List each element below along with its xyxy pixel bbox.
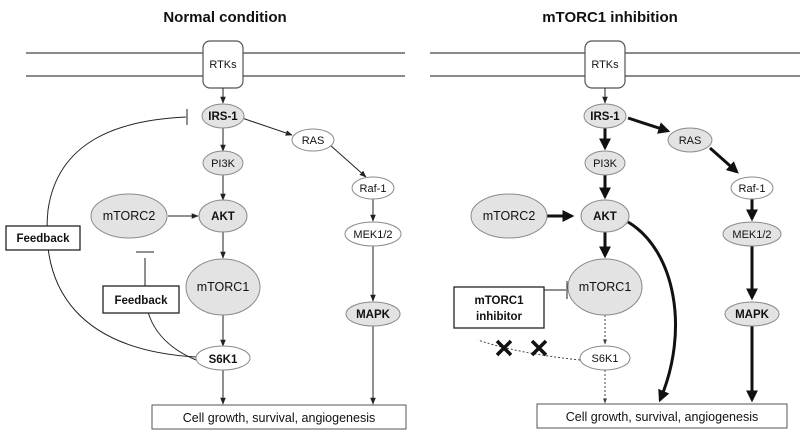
output-box: Cell growth, survival, angiogenesis <box>151 404 407 430</box>
mtorc2-node: mTORC2 <box>90 193 168 239</box>
output-label: Cell growth, survival, angiogenesis <box>566 410 758 424</box>
akt-node: AKT <box>580 199 630 233</box>
mtorc2-label: mTORC2 <box>103 209 156 223</box>
ras-node: RAS <box>667 127 713 153</box>
feedback-outer-label: Feedback <box>16 233 70 245</box>
mapk-node: MAPK <box>345 301 401 327</box>
rtks-node: RTKs <box>584 40 626 89</box>
rtks-node: RTKs <box>202 40 244 89</box>
blocked-x-icon <box>495 339 513 357</box>
pi3k-label: PI3K <box>211 158 236 170</box>
mtorc2-label: mTORC2 <box>483 209 536 223</box>
akt-node: AKT <box>198 199 248 233</box>
suppressed-feedback-path <box>477 339 581 361</box>
edge-akt-output <box>627 220 677 403</box>
irs1-label: IRS-1 <box>208 111 238 123</box>
akt-label: AKT <box>593 211 617 223</box>
pi3k-node: PI3K <box>202 150 244 176</box>
mtorc1-label: mTORC1 <box>579 280 632 294</box>
feedback-arc-outer <box>46 116 197 358</box>
edge-ras-raf1 <box>329 144 367 178</box>
mtorc1-node: mTORC1 <box>567 258 643 316</box>
panel-title: mTORC1 inhibition <box>542 9 678 26</box>
ras-label: RAS <box>302 135 325 147</box>
edge-irs1-ras <box>241 117 293 136</box>
s6k1-label: S6K1 <box>209 354 238 366</box>
output-box: Cell growth, survival, angiogenesis <box>536 403 788 429</box>
rtks-label: RTKs <box>209 59 237 71</box>
mek-node: MEK1/2 <box>722 221 782 247</box>
inhibitor-label-line2: inhibitor <box>476 311 523 323</box>
panel-normal-condition: Normal condition RTKs Feedback <box>5 9 407 430</box>
ras-label: RAS <box>679 135 702 147</box>
mapk-label: MAPK <box>356 309 391 321</box>
feedback-inner-label: Feedback <box>114 295 168 307</box>
mapk-label: MAPK <box>735 309 770 321</box>
s6k1-label: S6K1 <box>592 353 619 365</box>
irs1-node: IRS-1 <box>201 103 245 129</box>
s6k1-node: S6K1 <box>195 345 251 371</box>
raf1-node: Raf-1 <box>730 176 774 200</box>
s6k1-node: S6K1 <box>579 345 631 371</box>
ras-node: RAS <box>291 128 335 152</box>
mek-node: MEK1/2 <box>344 221 402 247</box>
pi3k-label: PI3K <box>593 158 618 170</box>
rtks-label: RTKs <box>591 59 619 71</box>
edge-ras-raf1 <box>709 146 739 174</box>
raf1-label: Raf-1 <box>360 183 387 195</box>
mtorc2-node: mTORC2 <box>470 193 548 239</box>
inhibitor-label-line1: mTORC1 <box>475 295 525 307</box>
output-label: Cell growth, survival, angiogenesis <box>183 411 375 425</box>
mtorc1-node: mTORC1 <box>185 258 261 316</box>
feedback-box-inner: Feedback <box>102 285 180 314</box>
raf1-label: Raf-1 <box>739 183 766 195</box>
raf1-node: Raf-1 <box>351 176 395 200</box>
mek-label: MEK1/2 <box>353 229 392 241</box>
akt-label: AKT <box>211 211 235 223</box>
irs1-label: IRS-1 <box>590 111 620 123</box>
mtorc1-inhibitor-box: mTORC1 inhibitor <box>453 286 545 329</box>
irs1-node: IRS-1 <box>583 103 627 129</box>
panel-title: Normal condition <box>163 9 286 26</box>
mapk-node: MAPK <box>724 301 780 327</box>
edge-irs1-ras <box>627 116 671 134</box>
mtorc1-label: mTORC1 <box>197 280 250 294</box>
pi3k-node: PI3K <box>584 150 626 176</box>
panel-mtorc1-inhibition: mTORC1 inhibition RTKs <box>430 9 800 429</box>
feedback-box-outer: Feedback <box>5 225 81 251</box>
mek-label: MEK1/2 <box>732 229 771 241</box>
blocked-x-icon <box>530 339 548 357</box>
